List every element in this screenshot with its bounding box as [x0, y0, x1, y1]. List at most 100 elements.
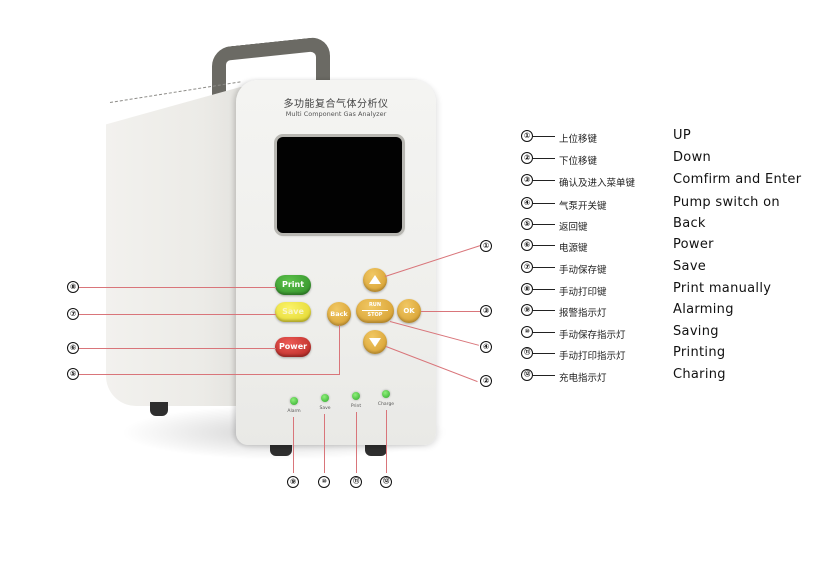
legend-leader-line [533, 203, 555, 204]
alarm-led [290, 397, 298, 405]
legend-row-6: ⑥ 电源键 Power [521, 237, 811, 254]
legend-row-5: ⑤ 返回键 Back [521, 216, 811, 233]
device-front-panel [236, 80, 436, 445]
legend-leader-line [533, 375, 555, 376]
legend-label-en: Power [673, 237, 714, 252]
legend-number: ⑩ [521, 326, 533, 338]
legend-leader-line [533, 136, 555, 137]
legend-label-en: Alarming [673, 302, 734, 317]
legend-leader-line [533, 332, 555, 333]
legend-label-cn: 手动打印指示灯 [559, 351, 626, 362]
legend-leader-line [533, 267, 555, 268]
device-foot [150, 402, 168, 416]
callout-line-5-vertical [339, 325, 340, 375]
legend-number: ⑤ [521, 218, 533, 230]
legend-row-10: ⑩ 手动保存指示灯 Saving [521, 324, 811, 341]
run-stop-button[interactable]: RUN STOP [356, 299, 394, 323]
legend-number: ⑫ [521, 369, 533, 381]
legend-row-9: ⑨ 报警指示灯 Alarming [521, 302, 811, 319]
print-led-label: Print [350, 404, 362, 409]
legend-row-12: ⑫ 充电指示灯 Charing [521, 367, 811, 384]
back-button[interactable]: Back [327, 302, 351, 326]
callout-line-7 [79, 314, 276, 315]
legend-row-8: ⑧ 手动打印键 Print manually [521, 281, 811, 298]
callout-line-3 [421, 311, 480, 312]
callout-8: ⑧ [67, 281, 79, 293]
legend-label-cn: 下位移键 [559, 156, 598, 167]
legend-row-7: ⑦ 手动保存键 Save [521, 259, 811, 276]
callout-6: ⑥ [67, 342, 79, 354]
legend-label-en: Back [673, 216, 706, 231]
power-button[interactable]: Power [275, 337, 311, 357]
legend-row-2: ② 下位移键 Down [521, 150, 811, 167]
device-title-cn: 多功能复合气体分析仪 [283, 99, 389, 110]
device-side-panel [106, 86, 244, 406]
save-led [321, 394, 329, 402]
legend-number: ⑨ [521, 304, 533, 316]
callout-9: ⑨ [287, 476, 299, 488]
legend-label-cn: 电源键 [559, 243, 588, 254]
legend-row-1: ① 上位移键 UP [521, 128, 811, 145]
legend-label-cn: 手动打印键 [559, 287, 607, 298]
legend-label-en: Comfirm and Enter [673, 172, 802, 187]
callout-line-9 [293, 417, 294, 473]
legend-number: ② [521, 152, 533, 164]
save-led-label: Save [319, 406, 331, 411]
arrow-down-icon [369, 338, 381, 347]
legend-number: ③ [521, 174, 533, 186]
legend-label-cn: 手动保存键 [559, 265, 607, 276]
stop-label: STOP [367, 312, 383, 318]
device-foot [270, 442, 292, 456]
legend-leader-line [533, 289, 555, 290]
callout-line-12 [386, 410, 387, 473]
legend-number: ⑥ [521, 239, 533, 251]
legend-label-cn: 报警指示灯 [559, 308, 607, 319]
callout-3: ③ [480, 305, 492, 317]
callout-5: ⑤ [67, 368, 79, 380]
legend-leader-line [533, 245, 555, 246]
lcd-screen [277, 137, 402, 233]
device-title-en: Multi Component Gas Analyzer [285, 110, 387, 118]
legend-label-cn: 确认及进入菜单键 [559, 178, 636, 189]
ok-button[interactable]: OK [397, 299, 421, 323]
legend-label-en: UP [673, 128, 691, 143]
print-led [352, 392, 360, 400]
legend-label-en: Pump switch on [673, 195, 780, 210]
up-button[interactable] [363, 268, 387, 292]
legend-number: ⑪ [521, 347, 533, 359]
legend-number: ① [521, 130, 533, 142]
callout-2: ② [480, 375, 492, 387]
print-button[interactable]: Print [275, 275, 311, 295]
legend-label-en: Print manually [673, 281, 772, 296]
run-stop-divider [362, 310, 388, 311]
legend-label-cn: 气泵开关键 [559, 201, 607, 212]
callout-7: ⑦ [67, 308, 79, 320]
legend-label-cn: 返回键 [559, 222, 588, 233]
run-label: RUN [368, 302, 382, 308]
down-button[interactable] [363, 330, 387, 354]
callout-line-8 [79, 287, 276, 288]
legend-number: ⑦ [521, 261, 533, 273]
charge-led-label: Charge [377, 402, 395, 407]
legend-number: ④ [521, 197, 533, 209]
callout-4: ④ [480, 341, 492, 353]
callout-line-10 [324, 414, 325, 473]
callout-1: ① [480, 240, 492, 252]
arrow-up-icon [369, 275, 381, 284]
legend-row-4: ④ 气泵开关键 Pump switch on [521, 195, 811, 212]
legend-label-en: Saving [673, 324, 719, 339]
legend-label-cn: 充电指示灯 [559, 373, 607, 384]
save-button[interactable]: Save [275, 302, 311, 322]
callout-12: ⑫ [380, 476, 392, 488]
callout-line-6 [79, 348, 276, 349]
legend-leader-line [533, 224, 555, 225]
legend-row-3: ③ 确认及进入菜单键 Comfirm and Enter [521, 172, 811, 189]
legend-leader-line [533, 310, 555, 311]
legend-label-en: Down [673, 150, 712, 165]
callout-line-5 [79, 374, 340, 375]
legend-leader-line [533, 180, 555, 181]
callout-10: ⑩ [318, 476, 330, 488]
legend-leader-line [533, 158, 555, 159]
callout-11: ⑪ [350, 476, 362, 488]
charge-led [382, 390, 390, 398]
